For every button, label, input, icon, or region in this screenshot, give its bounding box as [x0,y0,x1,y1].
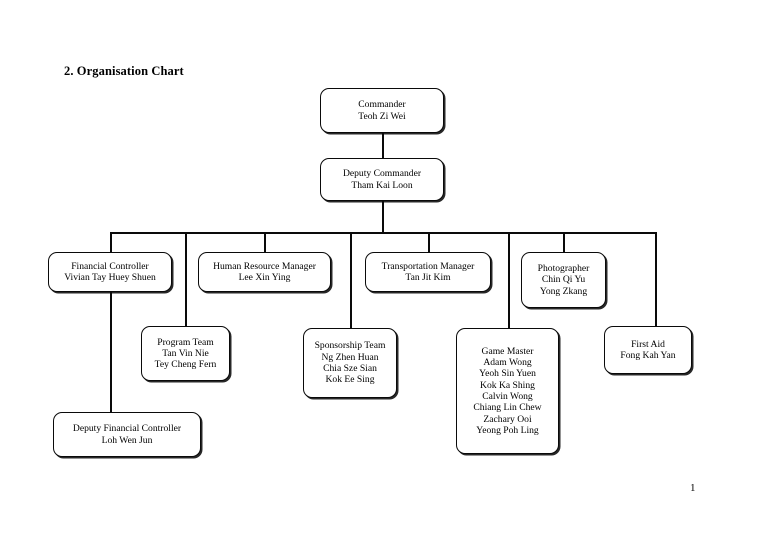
node-human-resource-manager[interactable]: Human Resource Manager Lee Xin Ying [198,252,331,292]
node-member: Chiang Lin Chew [473,402,542,414]
connector-financial-to-deputy-financial [110,292,112,412]
node-member: Vivian Tay Huey Shuen [64,272,156,283]
node-first-aid[interactable]: First Aid Fong Kah Yan [604,326,692,374]
node-member: Tham Kai Loon [351,179,413,191]
node-member: Fong Kah Yan [620,350,676,361]
page-title: 2. Organisation Chart [64,64,184,78]
node-role: Human Resource Manager [213,260,316,272]
node-transportation-manager[interactable]: Transportation Manager Tan Jit Kim [365,252,491,292]
node-member: Kok Ee Sing [325,374,375,386]
node-member: Teoh Zi Wei [358,110,406,122]
node-member: Adam Wong [483,357,532,369]
connector-horizontal-bus [110,232,656,234]
node-member: Tan Jit Kim [405,272,451,283]
node-member: Tan Vin Nie [162,347,209,359]
node-game-master[interactable]: Game Master Adam Wong Yeoh Sin Yuen Kok … [456,328,559,454]
node-member: Yeong Poh Ling [476,424,539,436]
node-role: Game Master [481,345,534,357]
connector-bus-to-game-master [508,232,510,328]
node-role: First Aid [631,338,665,350]
node-member: Kok Ka Shing [480,379,535,391]
node-photographer[interactable]: Photographer Chin Qi Yu Yong Zkang [521,252,606,308]
node-role: Deputy Financial Controller [72,423,182,435]
node-program-team[interactable]: Program Team Tan Vin Nie Tey Cheng Fern [141,326,230,381]
node-member: Chia Sze Sian [323,363,377,374]
node-member: Loh Wen Jun [101,434,153,446]
node-member: Ng Zhen Huan [321,351,379,363]
connector-bus-to-financial-controller [110,232,112,252]
page-number: 1 [690,482,696,494]
connector-bus-to-hr-manager [264,232,266,252]
node-member: Yong Zkang [539,285,588,297]
connector-commander-to-deputy [382,133,384,159]
node-member: Chin Qi Yu [541,274,586,286]
node-deputy-financial-controller[interactable]: Deputy Financial Controller Loh Wen Jun [53,412,201,457]
node-financial-controller[interactable]: Financial Controller Vivian Tay Huey Shu… [48,252,172,292]
node-member: Calvin Wong [482,391,533,402]
connector-bus-to-program-team [185,232,187,326]
node-role: Transportation Manager [381,260,475,272]
node-role: Program Team [157,336,214,348]
node-member: Yeoh Sin Yuen [479,368,536,380]
node-role: Sponsorship Team [314,340,386,352]
connector-bus-to-photographer [563,232,565,252]
node-role: Commander [358,99,406,111]
node-member: Tey Cheng Fern [154,359,217,371]
connector-bus-to-transportation-manager [428,232,430,252]
connector-bus-to-sponsorship-team [350,232,352,328]
node-sponsorship-team[interactable]: Sponsorship Team Ng Zhen Huan Chia Sze S… [303,328,397,398]
node-commander[interactable]: Commander Teoh Zi Wei [320,88,444,133]
node-role: Deputy Commander [342,168,422,180]
node-deputy-commander[interactable]: Deputy Commander Tham Kai Loon [320,158,444,201]
node-role: Photographer [537,263,590,275]
node-member: Zachary Ooi [483,413,532,425]
connector-deputy-to-bus [382,201,384,232]
node-role: Financial Controller [71,260,149,272]
connector-bus-to-first-aid [655,232,657,326]
node-member: Lee Xin Ying [238,272,291,283]
